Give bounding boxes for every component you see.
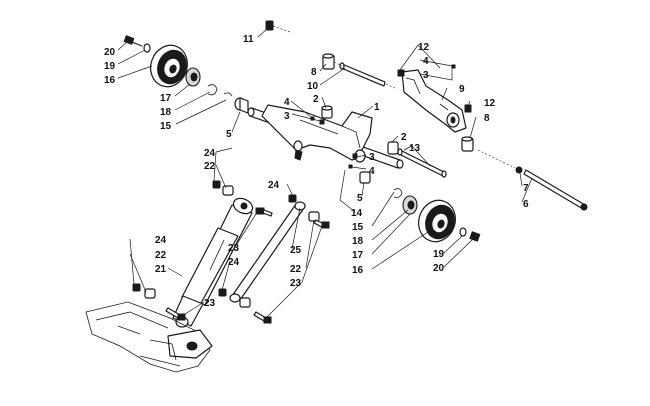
bolt-23-link-bottom	[253, 311, 272, 324]
rear-frame-phantom	[85, 301, 213, 373]
nut-24-shock-top	[212, 180, 221, 189]
callout-18-upper: 18	[160, 107, 172, 118]
callout-7: 7	[523, 183, 529, 194]
callout-11: 11	[243, 34, 254, 45]
shaft-10	[339, 62, 386, 87]
grease-fitting-4-b	[348, 164, 353, 169]
callout-16-upper: 16	[104, 75, 116, 86]
callout-9: 9	[459, 84, 465, 95]
bracket-9	[401, 69, 467, 133]
snap-ring-18-upper-left	[207, 84, 218, 96]
bushing-8-upper	[322, 53, 335, 70]
callout-8-right: 8	[484, 113, 490, 124]
callout-24-c: 24	[228, 257, 240, 268]
idler-wheel-16-upper-left	[150, 44, 188, 88]
callout-20-lower: 20	[433, 263, 445, 274]
callout-labels: 20 19 16 17 18 15 5 11 8 10 2 4 3 1 12 4…	[104, 34, 529, 309]
washer-19-upper-left	[143, 43, 151, 53]
callout-3-lower: 3	[369, 152, 375, 163]
shock-absorber-21	[172, 197, 254, 328]
nut-12-right	[464, 104, 472, 113]
idler-wheel-16-lower-right	[418, 199, 456, 243]
bolt-20-upper-left	[123, 35, 143, 47]
callout-1: 1	[374, 102, 380, 113]
bushing-22-shock-top	[222, 185, 234, 196]
callout-20-upper: 20	[104, 47, 116, 58]
callout-24-d: 24	[155, 235, 167, 246]
spacer-5-lower-right	[359, 171, 371, 184]
callout-22-a: 22	[204, 161, 216, 172]
callout-5-upper: 5	[226, 129, 232, 140]
callout-8-upper: 8	[311, 67, 317, 78]
nut-24-link-top	[288, 194, 297, 203]
snap-ring-15-upper-left	[223, 92, 233, 97]
callout-19-upper: 19	[104, 61, 116, 72]
callout-3-top: 3	[423, 70, 429, 81]
bolt-23-shock-top	[255, 207, 273, 217]
callout-21: 21	[155, 264, 167, 275]
bushing-22-link-top	[308, 211, 320, 222]
bolt-23-link-top	[313, 219, 330, 229]
bolt-11	[265, 20, 291, 33]
callout-23-a: 23	[228, 243, 240, 254]
callout-4-top: 4	[423, 56, 429, 67]
bearing-17-upper-left	[185, 67, 201, 87]
callout-10: 10	[307, 81, 319, 92]
callout-17-upper: 17	[160, 93, 172, 104]
callout-4-lower: 4	[369, 166, 375, 177]
washer-19-lower-right	[459, 227, 467, 237]
swing-arm-1	[261, 104, 373, 163]
grease-fitting-3-a	[319, 119, 325, 125]
bushing-2-right	[387, 141, 399, 155]
leader-lines	[117, 27, 533, 321]
bearing-17-lower-right	[402, 195, 418, 215]
callout-3-upper: 3	[284, 111, 290, 122]
bolt-20-lower-right	[469, 231, 481, 242]
bushing-2-upper	[321, 105, 333, 119]
callout-25: 25	[290, 245, 302, 256]
nut-24-link-bottom	[218, 288, 227, 297]
nut-24-shock-bottom	[132, 283, 141, 292]
long-bolt-6	[523, 169, 588, 211]
grease-fitting-3-top	[451, 64, 456, 69]
bushing-8-right	[461, 136, 474, 152]
dashed-axis-right	[477, 149, 516, 169]
callout-13: 13	[409, 143, 421, 154]
callout-4-upper: 4	[284, 97, 290, 108]
bushing-22-shock-bottom	[144, 288, 156, 299]
callout-2-upper: 2	[313, 94, 319, 105]
callout-14: 14	[351, 208, 363, 219]
bolt-12-top	[397, 69, 405, 77]
callout-12-top: 12	[418, 42, 430, 53]
callout-23-b: 23	[290, 278, 302, 289]
callout-22-b: 22	[290, 264, 302, 275]
callout-6: 6	[523, 199, 529, 210]
bolt-23-shock-bottom	[165, 307, 186, 321]
dashed-axis-upper	[333, 61, 396, 89]
callout-24-b: 24	[268, 180, 280, 191]
callout-16-lower: 16	[352, 265, 364, 276]
callout-15-lower: 15	[352, 222, 364, 233]
callout-2-right: 2	[401, 132, 407, 143]
callout-5-lower: 5	[357, 193, 363, 204]
bushing-22-link-bottom	[239, 297, 251, 308]
callout-24-a: 24	[204, 148, 216, 159]
callout-17-lower: 17	[352, 250, 364, 261]
washer-7	[515, 166, 523, 174]
grease-fitting-3-b	[352, 153, 358, 159]
snap-ring-15-lower-right	[393, 188, 403, 198]
callout-23-c: 23	[204, 298, 216, 309]
spacer-5-upper-left	[234, 97, 249, 114]
callout-22-c: 22	[155, 250, 167, 261]
callout-19-lower: 19	[433, 249, 445, 260]
callout-12-right: 12	[484, 98, 496, 109]
callout-18-lower: 18	[352, 236, 364, 247]
shaft-13	[397, 148, 447, 178]
callout-15-upper: 15	[160, 121, 172, 132]
